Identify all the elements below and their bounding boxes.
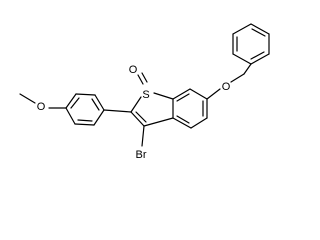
bond-lines	[19, 23, 270, 147]
bond	[93, 109, 105, 126]
bond	[135, 111, 147, 123]
bond	[232, 23, 252, 35]
bond	[206, 88, 221, 100]
atom-labels: O S O O Br	[37, 64, 231, 161]
bond	[130, 96, 142, 113]
benzothiophene-oxide-structure: O S O O Br	[19, 23, 270, 161]
bond	[232, 53, 252, 65]
bond	[176, 93, 190, 102]
bond	[137, 74, 144, 85]
bond	[65, 93, 77, 109]
bond	[77, 119, 93, 122]
bond	[172, 117, 192, 129]
bond	[103, 109, 132, 113]
bond	[91, 98, 100, 111]
bond	[250, 53, 270, 65]
methoxy-oxygen-label: O	[37, 101, 46, 113]
bond	[74, 123, 95, 126]
bond	[176, 115, 190, 124]
bond	[250, 51, 265, 60]
bond	[230, 73, 245, 83]
bond	[130, 111, 145, 127]
bond	[19, 93, 36, 104]
bond	[141, 125, 145, 147]
bond	[70, 97, 80, 109]
benzyloxy-oxygen-label: O	[222, 81, 231, 93]
bond	[190, 117, 208, 129]
bond	[153, 92, 174, 100]
bond	[243, 63, 252, 75]
bromine-label: Br	[136, 149, 147, 161]
sulfoxide-oxygen-label: O	[129, 64, 138, 76]
bond	[141, 72, 148, 83]
bond	[65, 107, 76, 125]
bond	[143, 117, 174, 127]
bond	[75, 93, 96, 96]
bond	[250, 23, 270, 35]
bond	[251, 28, 266, 37]
bond	[94, 94, 105, 111]
bond	[172, 88, 191, 100]
bond	[189, 88, 208, 100]
sulfur-label: S	[142, 89, 149, 101]
